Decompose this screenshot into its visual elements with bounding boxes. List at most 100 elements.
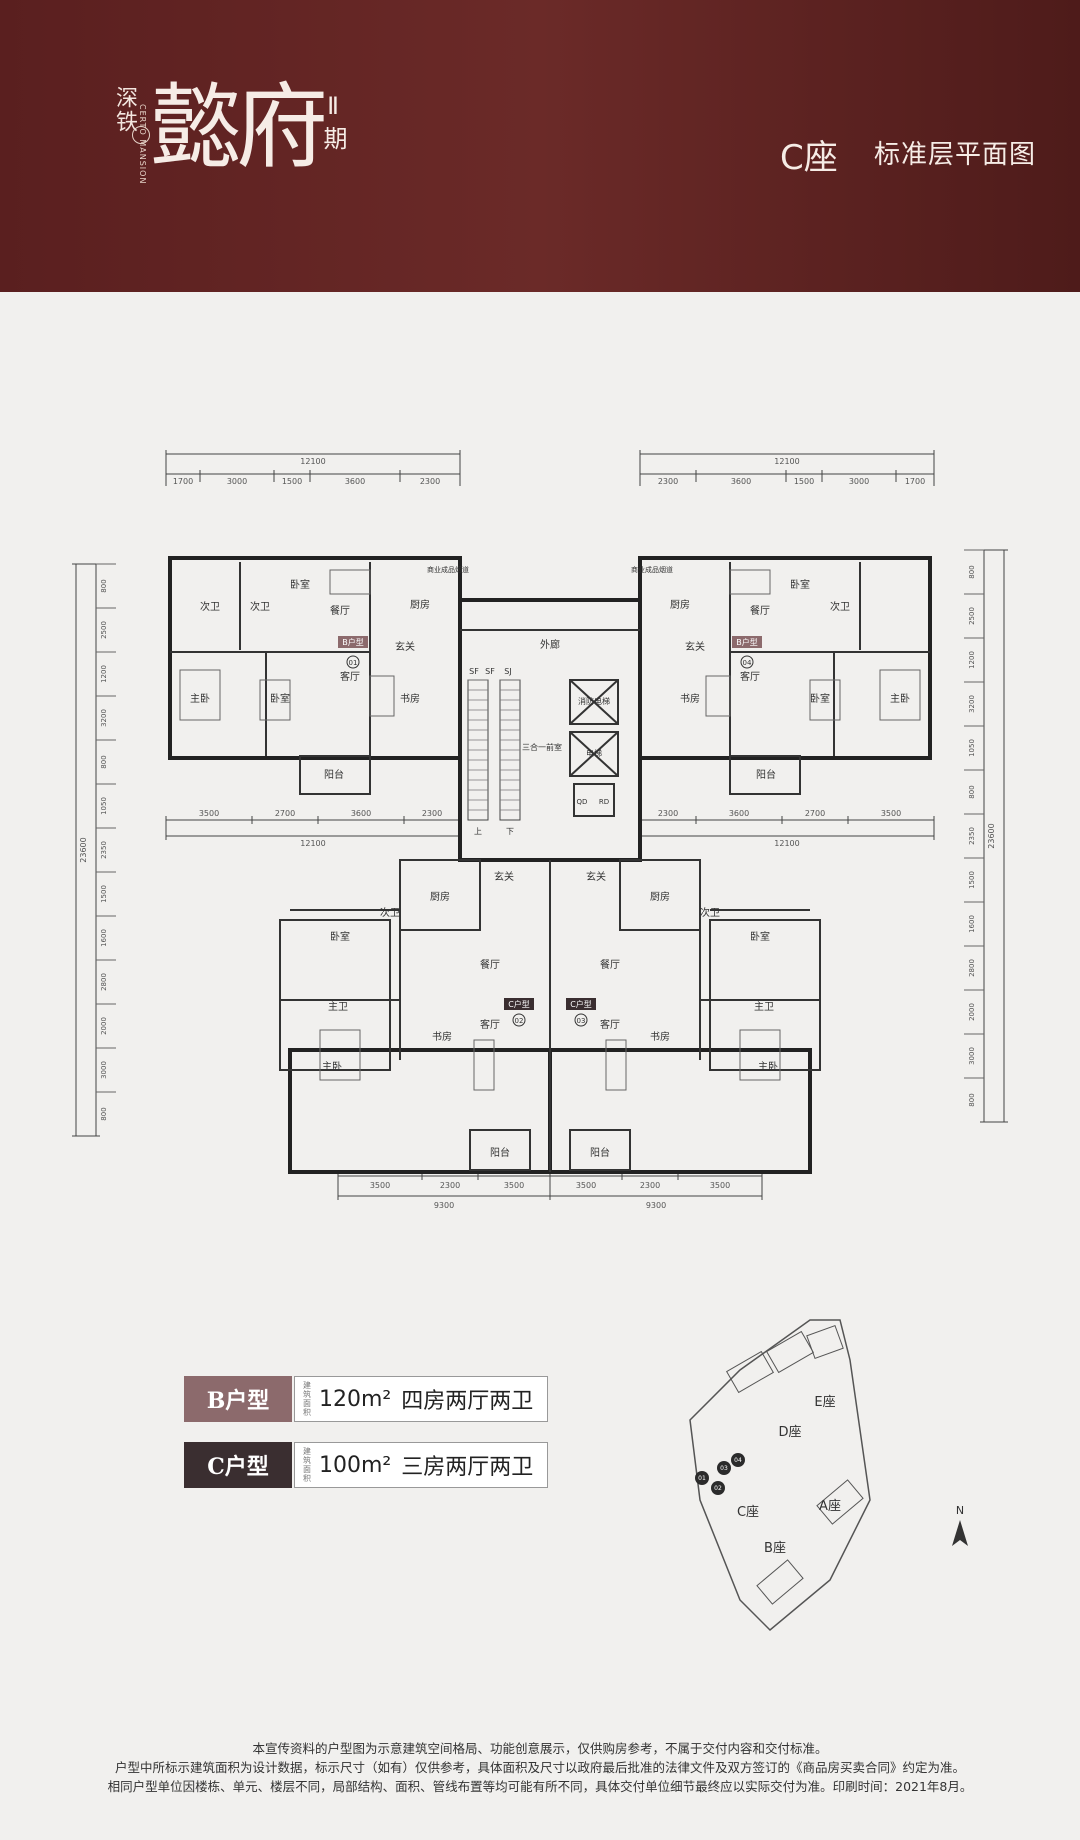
room-label: 外廊 <box>540 638 560 651</box>
room-label: SJ <box>504 667 511 676</box>
north-label: N <box>956 1504 964 1517</box>
site-block-label: B座 <box>764 1541 786 1556</box>
room-label: 书房 <box>400 692 420 705</box>
site-unit-number: 04 <box>734 1457 742 1464</box>
dim-label: 2300 <box>420 477 440 486</box>
dim-label: 2350 <box>100 841 108 859</box>
room-label: 书房 <box>680 692 700 705</box>
footnote-line: 相同户型单位因楼栋、单元、楼层不同，局部结构、面积、管线布置等均可能有所不同，具… <box>107 1779 973 1794</box>
room-label: 阳台 <box>756 768 776 781</box>
dim-label: 2300 <box>658 809 678 818</box>
unit-tag: B户型 <box>736 637 758 647</box>
room-label: 商业成品烟道 <box>631 565 673 574</box>
room-label: 餐厅 <box>480 958 500 971</box>
room-label: 阳台 <box>324 768 344 781</box>
dim-label: 3500 <box>370 1181 390 1190</box>
legend-desc: 四房两厅两卫 <box>401 1389 534 1414</box>
dim-label: 3000 <box>968 1047 976 1065</box>
room-label: 阳台 <box>590 1146 610 1159</box>
room-label: 电梯 <box>586 748 602 758</box>
site-unit-number: 02 <box>714 1485 722 1492</box>
room-label: 厨房 <box>430 890 450 903</box>
dim-mid-left-total: 12100 <box>300 839 325 848</box>
unit-number: 01 <box>349 659 358 667</box>
dim-label: 1700 <box>173 477 193 486</box>
room-label: 卧室 <box>290 578 310 591</box>
dim-bottom-right-total: 9300 <box>646 1201 666 1210</box>
dim-label: 2800 <box>968 959 976 977</box>
dim-label: 800 <box>968 1093 976 1106</box>
room-label: 三合一前室 <box>522 742 562 752</box>
dim-label: 3200 <box>100 709 108 727</box>
legend-desc: 三房两厅两卫 <box>401 1455 534 1480</box>
room-label: 阳台 <box>490 1146 510 1159</box>
dim-label: 1700 <box>905 477 925 486</box>
room-label: 玄关 <box>685 640 705 653</box>
unit-number: 02 <box>515 1017 524 1025</box>
dim-label: 3600 <box>351 809 371 818</box>
room-label: QD <box>577 798 588 806</box>
unit-number: 03 <box>577 1017 586 1025</box>
header-banner: 深铁 CERTO MANSION 懿府 Ⅱ期 C座 标准层平面图 <box>0 0 1080 292</box>
room-label: 卧室 <box>270 692 290 705</box>
room-label: 客厅 <box>740 670 760 683</box>
room-label: 餐厅 <box>600 958 620 971</box>
site-block-label: E座 <box>814 1395 835 1410</box>
dim-label: 2500 <box>968 607 976 625</box>
legend-tag-c: C户型 <box>184 1442 292 1488</box>
dim-label: 1500 <box>968 871 976 889</box>
legend-tag-b: B户型 <box>184 1376 292 1422</box>
brand-seal-icon <box>132 126 150 144</box>
floor-plan: 12100 1700 3000 1500 3600 2300 12100 230… <box>72 450 1008 1210</box>
room-label: 客厅 <box>480 1018 500 1031</box>
dim-right-total: 23600 <box>987 823 996 848</box>
brand-english-text: CERTO MANSION <box>138 104 147 185</box>
site-block-label: A座 <box>819 1499 841 1514</box>
dim-label: 1200 <box>968 651 976 669</box>
room-label: 卧室 <box>810 692 830 705</box>
room-label: 玄关 <box>395 640 415 653</box>
legend-box-c: 建筑面积 100m² 三房两厅两卫 <box>294 1442 548 1488</box>
dim-label: 1050 <box>100 797 108 815</box>
site-unit-number: 01 <box>698 1475 706 1482</box>
dim-label: 1200 <box>100 665 108 683</box>
dim-left-total: 23600 <box>79 837 88 862</box>
room-label: 次卫 <box>200 600 220 613</box>
plan-title: 标准层平面图 <box>874 140 1037 170</box>
room-label: 消防电梯 <box>578 696 610 706</box>
block-name: C座 <box>780 138 838 178</box>
room-label: 主卧 <box>890 692 910 705</box>
dim-label: 800 <box>968 785 976 798</box>
footnote-line: 户型中所标示建筑面积为设计数据，标示尺寸（如有）仅供参考，具体面积及尺寸以政府最… <box>114 1760 965 1775</box>
site-unit-number: 03 <box>720 1465 728 1472</box>
room-label: 主卫 <box>754 1001 774 1013</box>
dim-top-left-total: 12100 <box>300 457 325 466</box>
room-label: 书房 <box>432 1030 452 1043</box>
dim-label: 3500 <box>881 809 901 818</box>
legend-area: 120m² <box>319 1386 392 1412</box>
room-label: 下 <box>506 827 514 836</box>
dim-label: 800 <box>100 755 108 768</box>
dim-label: 2500 <box>100 621 108 639</box>
dim-label: 1050 <box>968 739 976 757</box>
room-label: 次卫 <box>380 906 400 919</box>
dim-label: 2300 <box>440 1181 460 1190</box>
site-block-label: C座 <box>737 1505 759 1520</box>
dim-label: 2700 <box>805 809 825 818</box>
dim-label: 3500 <box>199 809 219 818</box>
room-label: 厨房 <box>650 890 670 903</box>
brand-small-text: 深铁 <box>112 86 137 134</box>
dim-label: 2300 <box>422 809 442 818</box>
site-plan-map: 01 02 03 04 E座 D座 C座 A座 B座 N <box>689 1319 968 1632</box>
legend-area: 100m² <box>319 1452 392 1478</box>
dim-label: 3500 <box>710 1181 730 1190</box>
unit-tag: C户型 <box>570 999 592 1009</box>
room-label: 次卫 <box>250 600 270 613</box>
dim-label: 1500 <box>282 477 302 486</box>
dim-label: 3200 <box>968 695 976 713</box>
room-label: 主卧 <box>322 1060 342 1073</box>
dim-label: 1500 <box>100 885 108 903</box>
room-label: 次卫 <box>830 600 850 613</box>
room-label: 卧室 <box>750 930 770 943</box>
dim-label: 3000 <box>100 1061 108 1079</box>
